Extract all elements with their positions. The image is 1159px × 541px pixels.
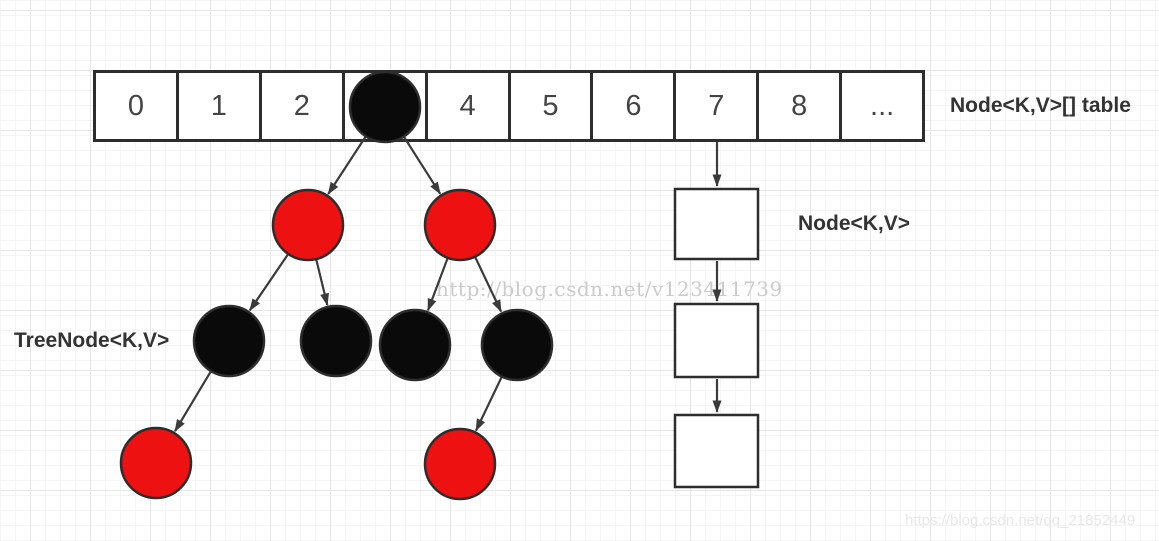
tree-edge-b4-r4 <box>475 377 503 432</box>
tree-edge-r1-b2 <box>315 259 329 306</box>
watermark-center: http://blog.csdn.net/v123411739 <box>436 277 783 301</box>
red-tree-node-r2 <box>423 188 497 262</box>
tree-edge-root-r2 <box>403 136 442 195</box>
tree-edge-b1-r3 <box>174 371 212 433</box>
list-node-box-1 <box>673 302 760 379</box>
black-tree-node-b4 <box>480 308 554 382</box>
bucket-cell-1: 1 <box>175 73 259 139</box>
black-tree-node-b2 <box>299 304 373 378</box>
bucket-cell-9: ... <box>839 73 922 139</box>
red-tree-node-r4 <box>423 427 497 501</box>
watermark-corner: https://blog.csdn.net/qq_21852449 <box>905 512 1136 529</box>
bucket-cell-5: 5 <box>507 73 591 139</box>
tree-edge-r1-b1 <box>248 254 289 312</box>
bucket-cell-0: 0 <box>127 89 145 122</box>
node-label: Node<K,V> <box>798 212 911 235</box>
bucket-cell-3 <box>341 73 425 139</box>
list-node-box-2 <box>673 413 760 489</box>
tree-edge-root-r1 <box>327 136 367 195</box>
bucket-cell-4: 4 <box>424 73 508 139</box>
red-tree-node-r3 <box>119 426 193 500</box>
bucket-cell-2: 2 <box>258 73 342 139</box>
red-tree-node-r1 <box>271 188 345 262</box>
bucket-cell-7: 7 <box>673 73 756 139</box>
black-tree-node-b3 <box>378 308 452 382</box>
table-label: Node<K,V>[] table <box>950 94 1131 117</box>
bucket-cell-8: 8 <box>756 73 839 139</box>
black-tree-node-b1 <box>192 304 266 378</box>
treenode-label: TreeNode<K,V> <box>14 329 170 352</box>
list-node-box-0 <box>673 187 760 261</box>
bucket-cell-6: 6 <box>590 73 673 139</box>
